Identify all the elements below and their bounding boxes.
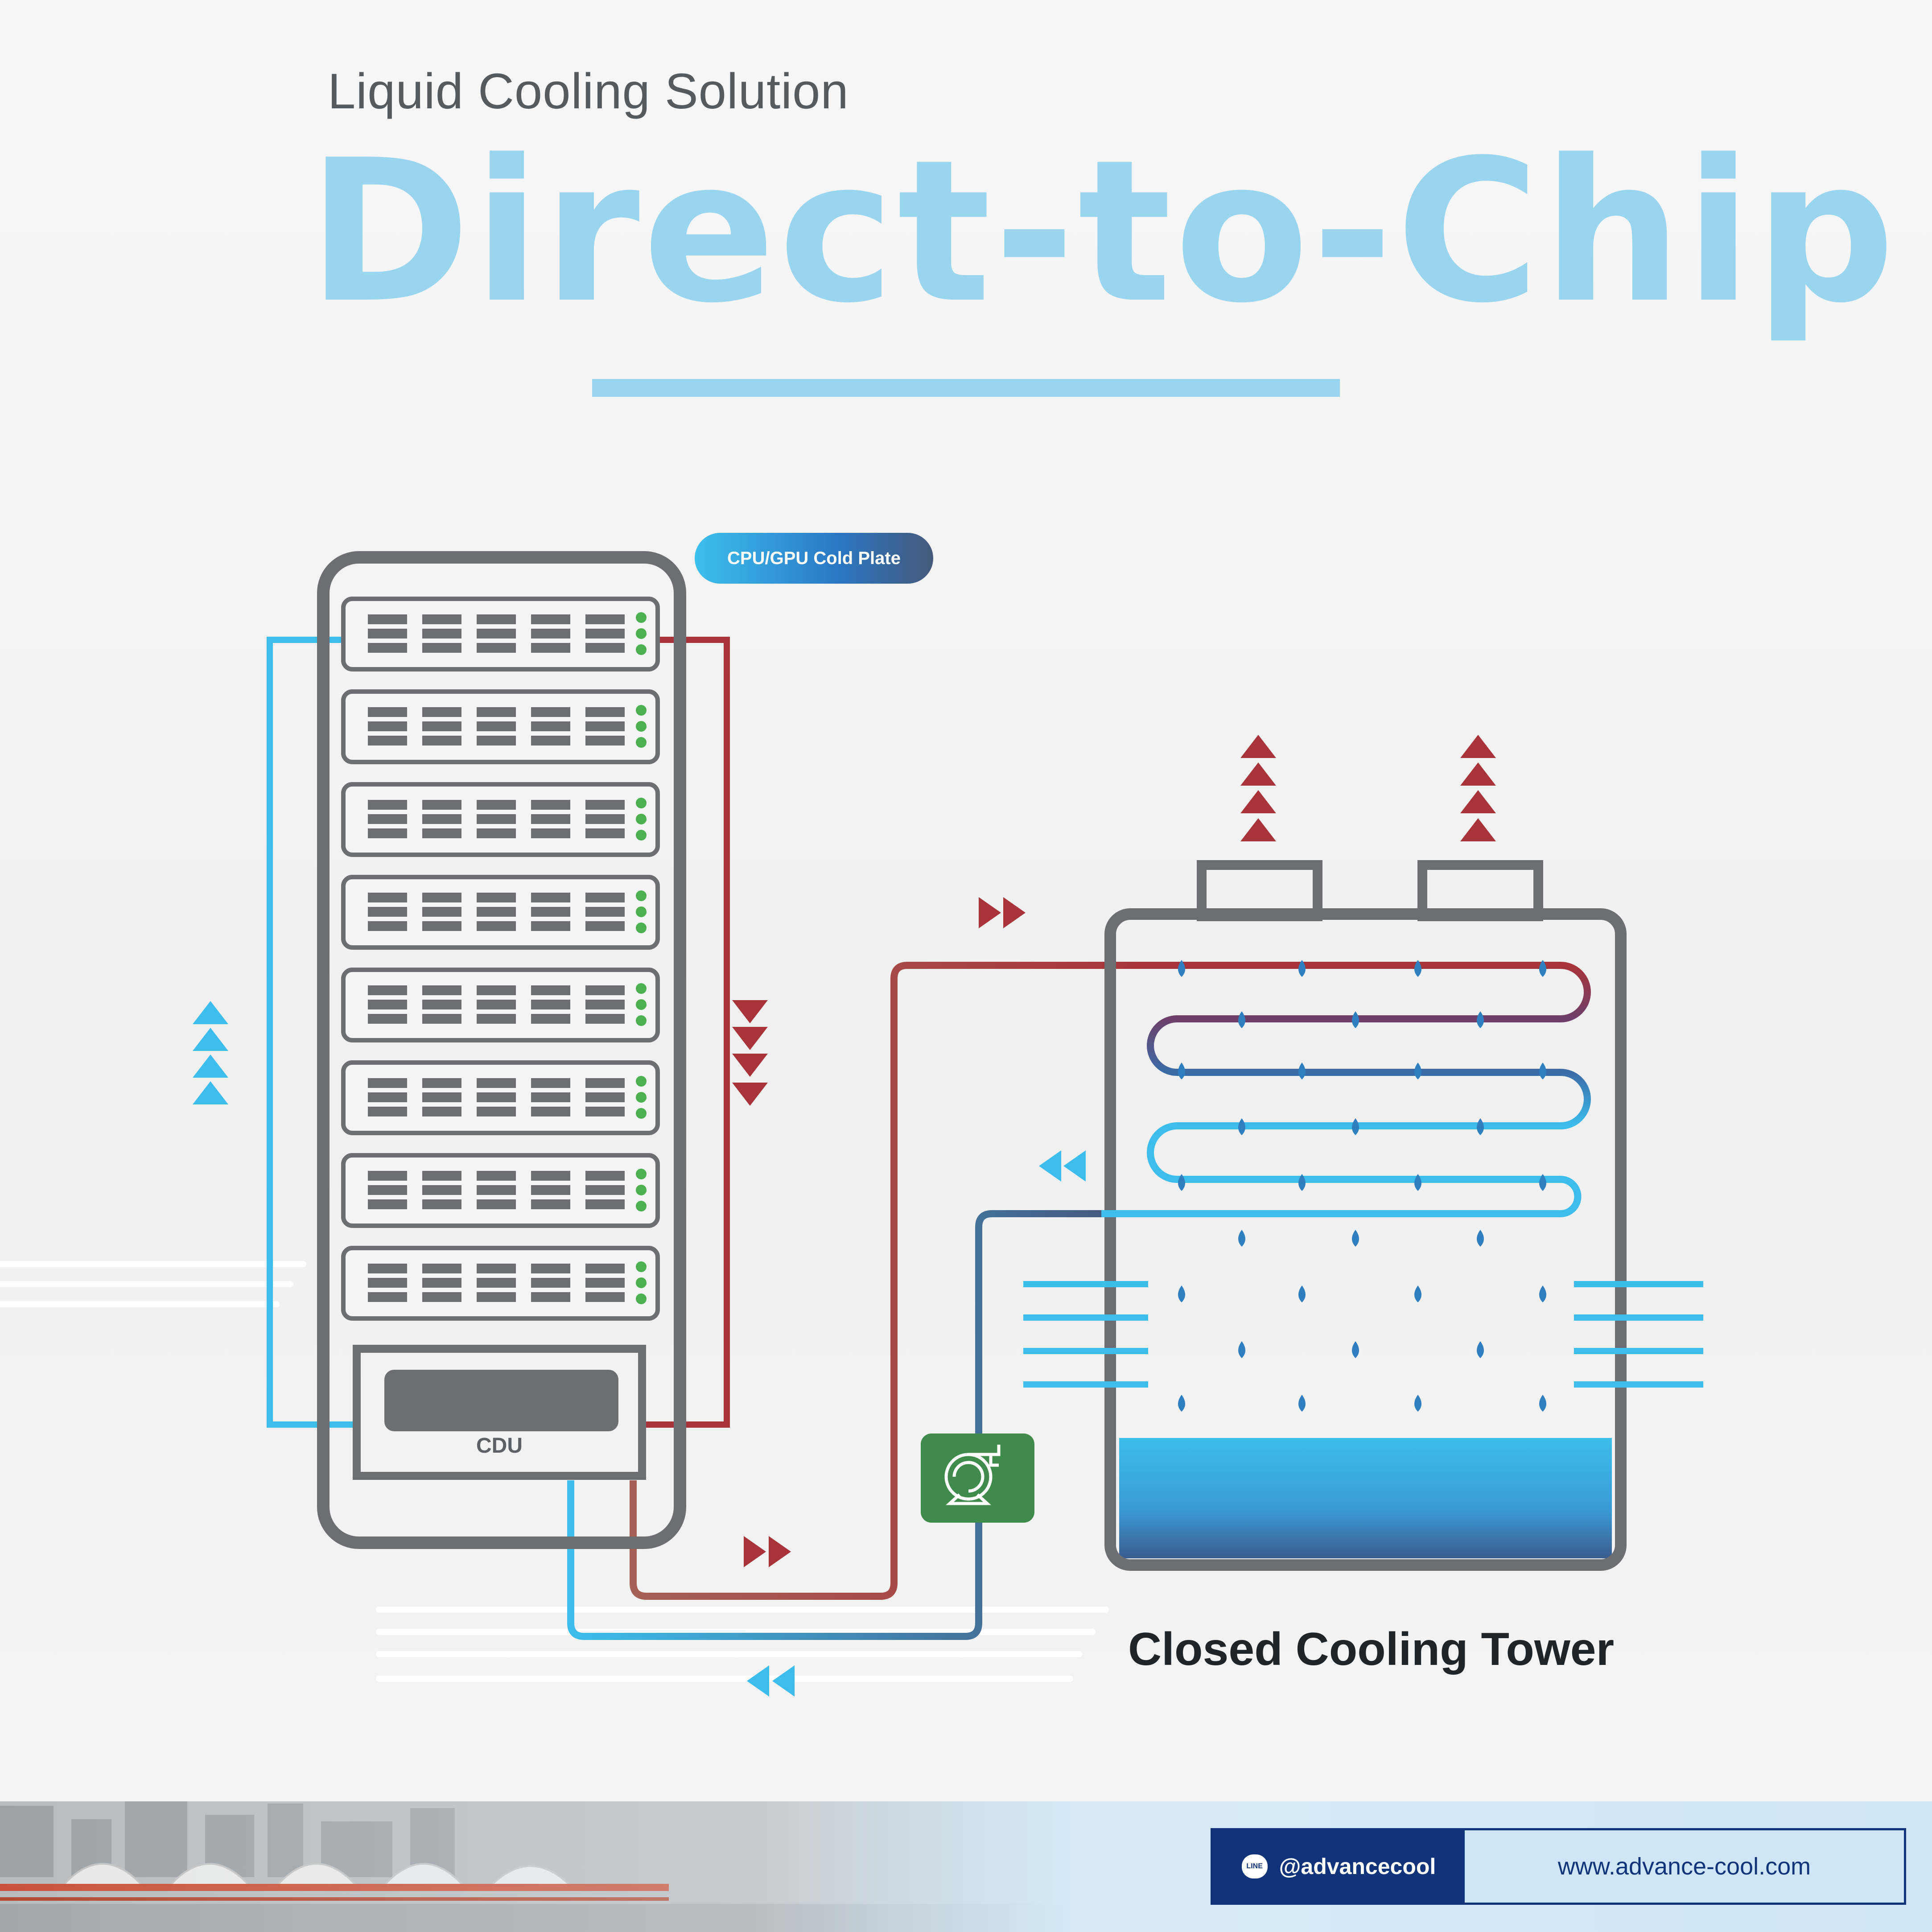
water-droplet (1298, 1395, 1306, 1412)
water-droplet (1477, 1341, 1484, 1358)
water-droplet (1414, 1174, 1421, 1191)
cold-left-arrows-top (1039, 1150, 1086, 1182)
water-droplet (1352, 1341, 1359, 1358)
water-droplet (1477, 1011, 1484, 1028)
water-droplet (1477, 1230, 1484, 1247)
cold-plate-badge: CPU/GPU Cold Plate (695, 533, 933, 584)
hot-down-arrows (732, 1000, 768, 1106)
contact-bar: LINE @advancecool www.advance-cool.com (1211, 1828, 1906, 1905)
server-unit (270, 1153, 727, 1228)
water-droplet (1539, 1174, 1546, 1191)
server-unit (270, 689, 727, 764)
water-droplet (1477, 1118, 1484, 1135)
water-droplet (1178, 1063, 1185, 1079)
cdu-label: CDU (476, 1434, 523, 1458)
water-droplet (1414, 1285, 1421, 1302)
tower-coil (1101, 962, 1591, 1217)
server-unit (270, 1246, 727, 1321)
footer-plant-photo (0, 1801, 1070, 1932)
title-underline (592, 379, 1340, 397)
water-droplet (1352, 1011, 1359, 1028)
water-droplet (1178, 960, 1185, 977)
line-contact[interactable]: LINE @advancecool (1213, 1830, 1465, 1903)
water-droplet (1539, 1395, 1546, 1412)
server-unit (270, 597, 727, 671)
water-droplet (1352, 1118, 1359, 1135)
server-unit (270, 1060, 727, 1135)
air-inlet-lines (1023, 1281, 1703, 1388)
pump-icon (921, 1434, 1034, 1523)
water-droplet (1178, 1285, 1185, 1302)
water-droplet (1298, 1285, 1306, 1302)
line-handle: @advancecool (1279, 1854, 1436, 1879)
exhaust-arrows (1240, 735, 1496, 841)
water-droplet (1539, 960, 1546, 977)
cold-return-pipe (567, 1210, 1101, 1640)
water-droplet (1414, 960, 1421, 977)
page-title: Direct-to-Chip (308, 118, 1898, 346)
hot-right-arrows-bottom (744, 1536, 791, 1567)
water-droplet (1298, 1174, 1306, 1191)
water-droplet (1238, 1011, 1245, 1028)
line-chat-icon: LINE (1241, 1854, 1268, 1878)
water-droplet (1178, 1395, 1185, 1412)
cold-up-arrows (193, 1001, 228, 1104)
hot-right-arrows-top (979, 897, 1026, 928)
water-droplet (1298, 1063, 1306, 1079)
water-droplet (1414, 1063, 1421, 1079)
website-link[interactable]: www.advance-cool.com (1465, 1830, 1904, 1903)
cdu-unit (353, 1345, 646, 1480)
water-droplet (1178, 1174, 1185, 1191)
cold-left-arrows-bottom (747, 1665, 795, 1697)
water-droplet (1352, 1230, 1359, 1247)
tower-basin-water (1119, 1438, 1612, 1558)
server-unit (270, 782, 727, 857)
server-rack (317, 551, 686, 1549)
water-droplet (1238, 1230, 1245, 1247)
server-units (270, 597, 727, 1321)
cooling-tower (1101, 860, 1627, 1571)
water-droplets (1178, 960, 1546, 1412)
server-unit (270, 875, 727, 950)
water-droplet (1414, 1395, 1421, 1412)
water-droplet (1539, 1285, 1546, 1302)
water-droplet (1539, 1063, 1546, 1079)
cdu-display (384, 1370, 618, 1431)
water-droplet (1238, 1118, 1245, 1135)
water-droplet (1298, 960, 1306, 977)
hot-supply-pipe (630, 962, 1141, 1600)
cooling-tower-label: Closed Cooling Tower (1128, 1623, 1615, 1675)
subtitle: Liquid Cooling Solution (328, 63, 849, 119)
server-unit (270, 968, 727, 1042)
water-droplet (1238, 1341, 1245, 1358)
